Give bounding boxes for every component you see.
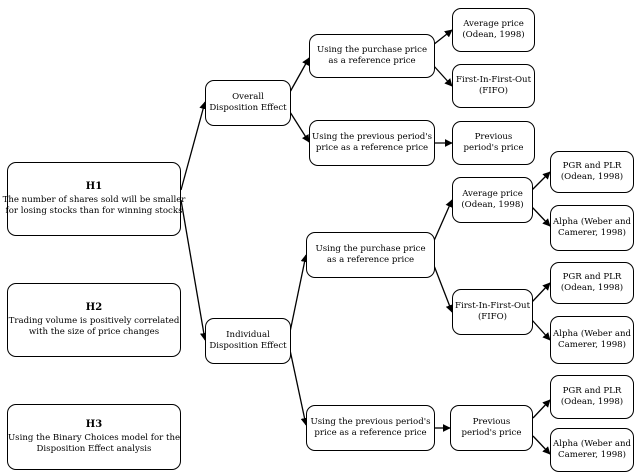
node-text-line: Alpha (Weber and [553,329,632,339]
node-text-line: (Odean, 1998) [560,283,624,293]
node-text-line: PGR and PLR [562,272,622,282]
node-text-line: Using the purchase price [315,244,426,254]
overall-previous-period-price: Previous period's price [452,121,535,165]
edge-inpurchase-avg [432,199,453,244]
node-text-line: (FIFO) [478,86,509,96]
measure-pgr-plr-3: PGR and PLR (Odean, 1998) [550,375,634,419]
node-text-line: Overall [232,92,264,102]
hypothesis-text-line: The number of shares sold will be smalle… [2,195,186,206]
node-text-line: Using the purchase price [316,45,428,55]
hypothesis-text-line: Using the Binary Choices model for the [7,433,181,444]
edge-individual-purchase [289,254,309,333]
hypothesis-text-line: Disposition Effect analysis [36,444,152,455]
hypothesis-text-line: for losing stocks than for winning stock… [5,206,183,217]
measure-alpha-1: Alpha (Weber and Camerer, 1998) [550,205,634,251]
node-text-line: Previous [474,132,513,142]
edge-infifo-alpha [531,319,551,341]
measure-alpha-3: Alpha (Weber and Camerer, 1998) [550,428,634,472]
edge-overall-purchase [289,57,310,93]
node-text-line: (Odean, 1998) [560,172,624,182]
overall-previous-price-ref: Using the previous period's price as a r… [309,120,435,166]
node-text-line: Camerer, 1998) [558,340,626,350]
edge-ovpurchase-avg [432,29,453,46]
edge-individual-previous [289,349,309,426]
node-text-line: (FIFO) [477,312,508,322]
edge-inprevprice-pgr [532,399,551,419]
edge-inpurchase-fifo [432,262,454,313]
measure-pgr-plr-1: PGR and PLR (Odean, 1998) [550,151,634,193]
node-text-line: price as a reference price [315,143,429,153]
node-text-line: Individual [226,330,270,340]
node-text-line: Using the previous period's [310,417,431,427]
hypothesis-h1: H1 The number of shares sold will be sma… [3,162,185,236]
node-text-line: PGR and PLR [562,161,622,171]
edge-h1-individual [180,199,208,341]
individual-previous-price-ref: Using the previous period's price as a r… [306,405,435,451]
hypothesis-text-line: Trading volume is positively correlated [8,316,180,327]
node-text-line: (Odean, 1998) [560,397,624,407]
measure-pgr-plr-2: PGR and PLR (Odean, 1998) [550,262,634,304]
overall-average-price: Average price (Odean, 1998) [452,8,535,52]
node-text-line: as a reference price [328,56,416,66]
individual-previous-period-price: Previous period's price [450,405,533,451]
node-text-line: as a reference price [326,255,415,265]
node-text-line: Average price [463,19,524,29]
node-text-line: Camerer, 1998) [558,228,626,238]
overall-purchase-price-ref: Using the purchase price as a reference … [309,34,435,78]
node-text-line: Disposition Effect [209,103,287,113]
node-text-line: period's price [463,143,524,153]
hypothesis-id: H1 [85,180,103,192]
edge-overall-previous [289,111,310,143]
hypothesis-id: H2 [85,301,103,313]
overall-fifo: First-In-First-Out (FIFO) [452,64,535,108]
edge-h1-overall [180,101,207,191]
hypothesis-id: H3 [85,418,103,430]
edge-ovpurchase-fifo [432,64,453,87]
edge-inavg-pgr [531,171,551,191]
node-text-line: Alpha (Weber and [553,217,632,227]
node-text-line: (Odean, 1998) [462,30,525,40]
edge-inavg-alpha [531,206,551,227]
node-text-line: Average price [462,189,523,199]
individual-fifo: First-In-First-Out (FIFO) [452,289,533,335]
node-text-line: Using the previous period's [312,132,433,142]
node-text-line: price as a reference price [314,428,427,438]
node-text-line: Previous [472,417,511,427]
node-text-line: First-In-First-Out [454,301,531,311]
node-text-line: Camerer, 1998) [558,450,626,460]
hypothesis-h2: H2 Trading volume is positively correlat… [7,283,181,357]
node-text-line: period's price [461,428,522,438]
individual-disposition-effect: Individual Disposition Effect [205,318,291,364]
node-text-line: (Odean, 1998) [461,200,524,210]
measure-alpha-2: Alpha (Weber and Camerer, 1998) [550,316,634,364]
individual-average-price: Average price (Odean, 1998) [452,177,533,223]
edge-infifo-pgr [531,282,551,303]
hypothesis-h3: H3 Using the Binary Choices model for th… [7,404,181,470]
node-text-line: Alpha (Weber and [553,439,632,449]
node-text-line: PGR and PLR [562,386,622,396]
node-text-line: First-In-First-Out [455,75,532,85]
overall-disposition-effect: Overall Disposition Effect [205,80,291,126]
individual-purchase-price-ref: Using the purchase price as a reference … [306,232,435,278]
hypothesis-text-line: with the size of price changes [28,327,160,338]
edge-inprevprice-alpha [532,435,551,455]
node-text-line: Disposition Effect [209,341,287,351]
